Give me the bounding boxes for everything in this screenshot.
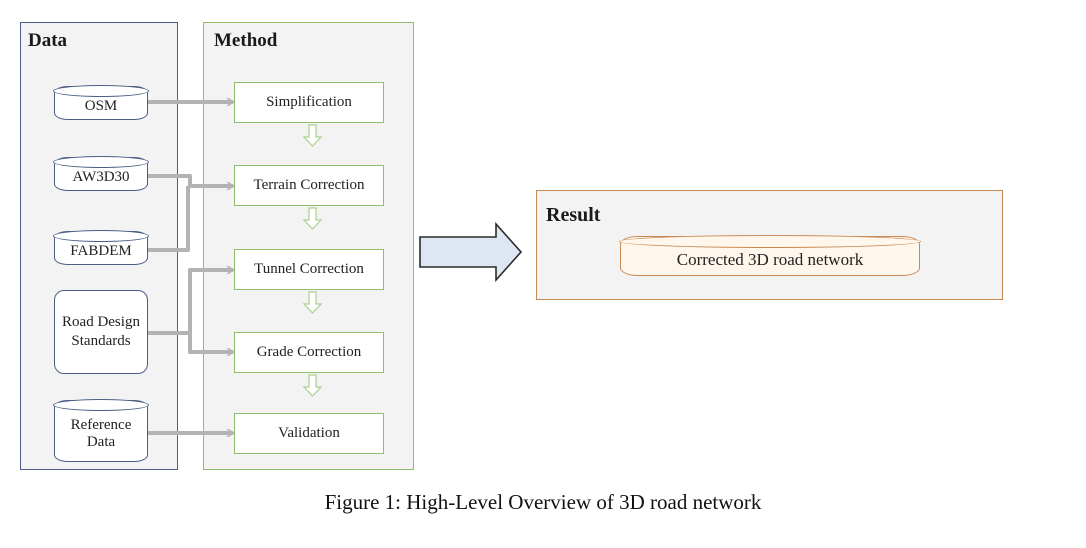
validation-label: Validation xyxy=(278,425,340,441)
method-panel-title: Method xyxy=(214,30,278,51)
aw3d30-cylinder: AW3D30 xyxy=(53,156,149,191)
simplification-step: Simplification xyxy=(234,82,384,123)
osm-label: OSM xyxy=(84,98,118,115)
tunnel-correction-label: Tunnel Correction xyxy=(254,261,364,277)
reference-data-cylinder: Reference Data xyxy=(53,399,149,462)
road-design-standards-box: Road Design Standards xyxy=(54,290,148,374)
aw3d30-label: AW3D30 xyxy=(72,169,130,186)
road-design-standards-label: Road Design Standards xyxy=(62,314,140,349)
corrected-road-network-cylinder: Corrected 3D road network xyxy=(619,235,921,276)
grade-correction-label: Grade Correction xyxy=(256,344,362,360)
figure-caption: Figure 1: High-Level Overview of 3D road… xyxy=(324,490,762,514)
grade-correction-step: Grade Correction xyxy=(234,332,384,373)
simplification-label: Simplification xyxy=(266,94,352,110)
osm-cylinder: OSM xyxy=(53,85,149,120)
corrected-road-network-label: Corrected 3D road network xyxy=(676,250,864,269)
terrain-correction-step: Terrain Correction xyxy=(234,165,384,206)
validation-step: Validation xyxy=(234,413,384,454)
data-panel-title: Data xyxy=(28,30,68,51)
reference-data-label: Reference Data xyxy=(70,416,132,450)
terrain-correction-label: Terrain Correction xyxy=(253,177,365,193)
fabdem-cylinder: FABDEM xyxy=(53,230,149,265)
fabdem-label: FABDEM xyxy=(70,243,132,260)
result-panel-title: Result xyxy=(546,204,601,226)
tunnel-correction-step: Tunnel Correction xyxy=(234,249,384,290)
